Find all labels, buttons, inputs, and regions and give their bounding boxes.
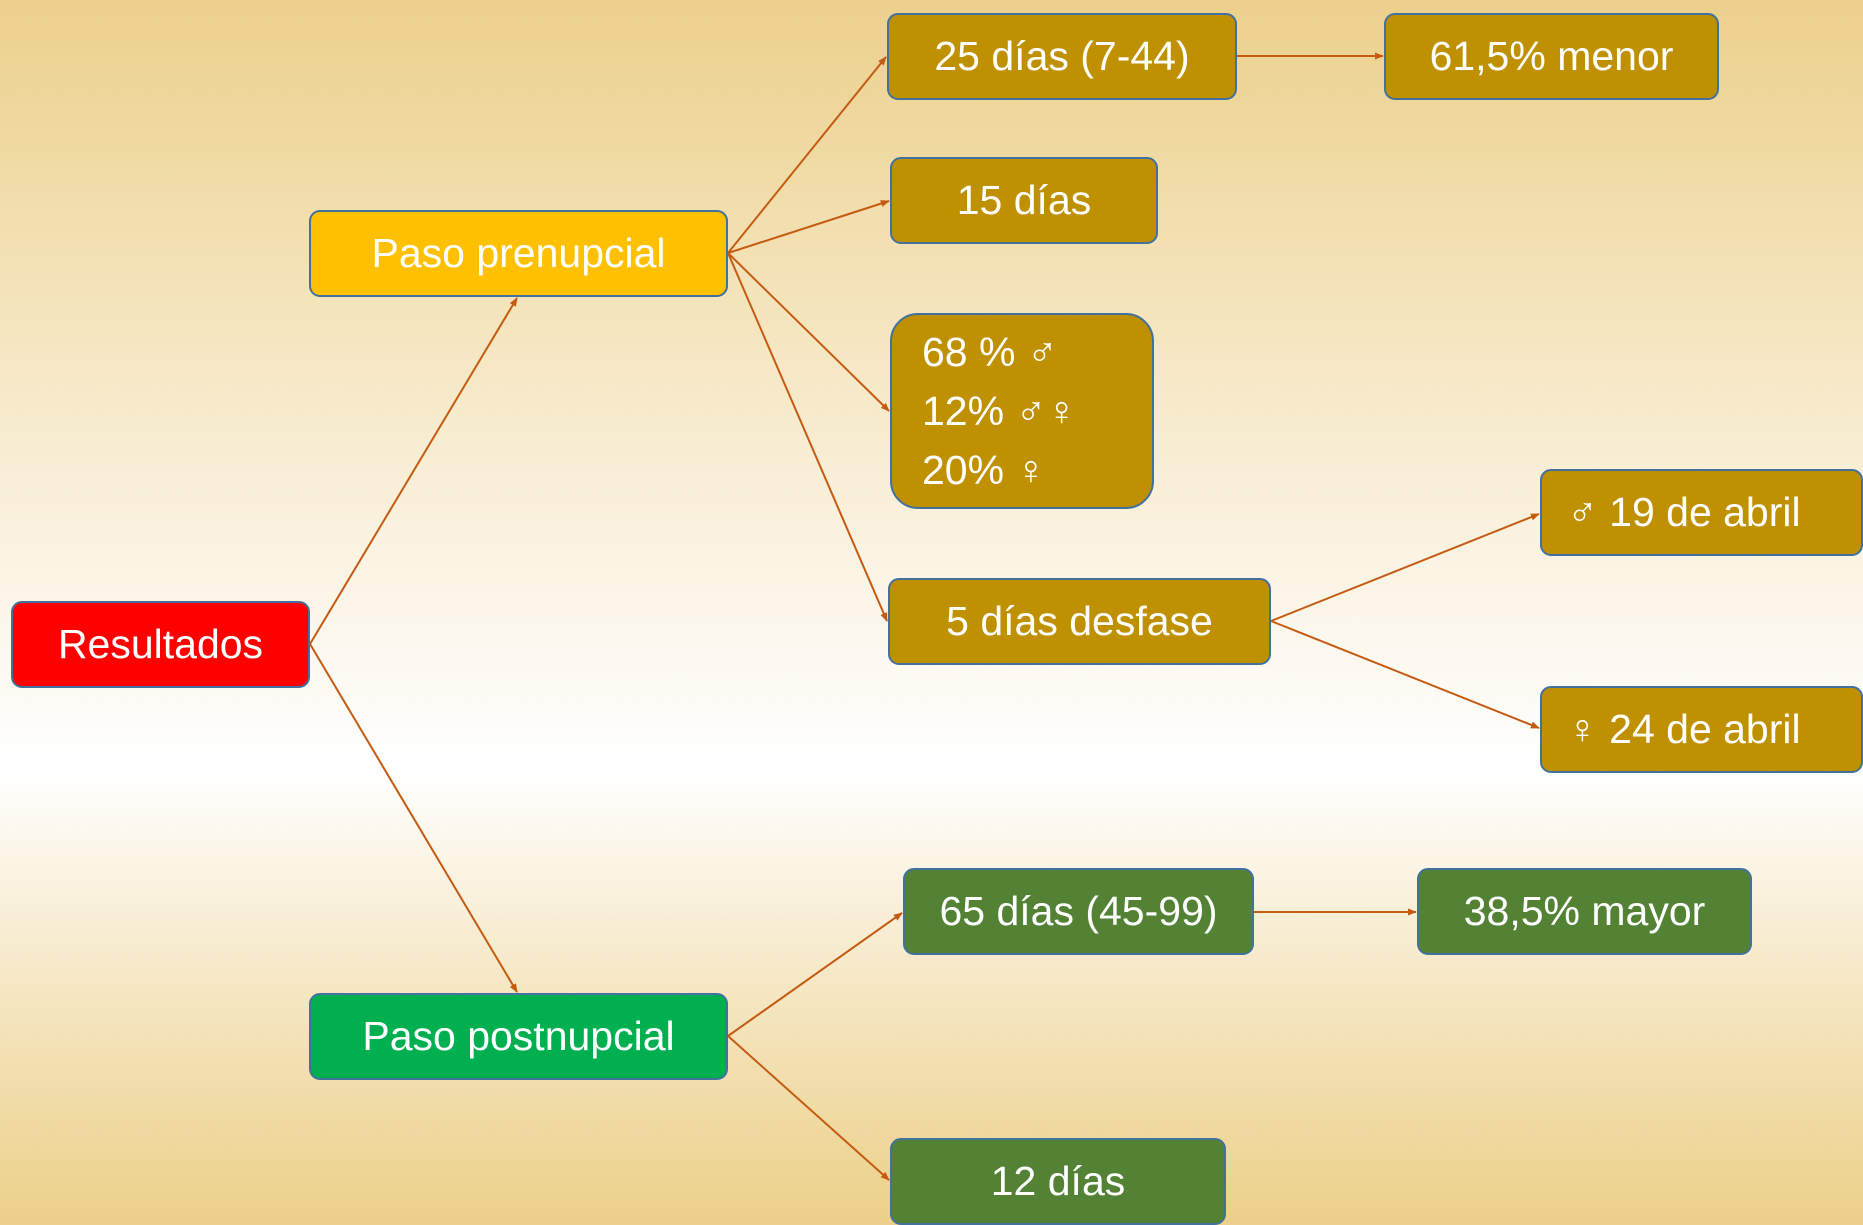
arrow-prenupcial-to-sexos	[727, 252, 890, 412]
arrow-postnupcial-to-dias	[727, 1035, 890, 1181]
arrow-root-to-prenupcial	[309, 297, 518, 645]
node-fecha-macho: ♂ 19 de abril	[1540, 469, 1863, 556]
arrow-prenupcial-to-duracion	[727, 56, 887, 254]
arrow-postnupcial-to-duracion	[727, 912, 903, 1037]
node-paso-prenupcial: Paso prenupcial	[309, 210, 728, 297]
node-postnupcial-dias: 12 días	[890, 1138, 1226, 1225]
arrow-root-to-postnupcial	[309, 643, 518, 993]
node-prenupcial-dias: 15 días	[890, 157, 1158, 244]
node-paso-postnupcial: Paso postnupcial	[309, 993, 728, 1080]
sex-ratio-mixed: 12% ♂♀	[922, 387, 1077, 434]
node-prenupcial-sexos: 68 % ♂ 12% ♂♀ 20% ♀	[890, 313, 1154, 509]
node-prenupcial-desfase: 5 días desfase	[888, 578, 1271, 665]
node-resultados: Resultados	[11, 601, 310, 688]
node-fecha-hembra: ♀ 24 de abril	[1540, 686, 1863, 773]
sex-ratio-female: 20% ♀	[922, 446, 1047, 493]
node-postnupcial-comparacion: 38,5% mayor	[1417, 868, 1752, 955]
node-prenupcial-duracion: 25 días (7-44)	[887, 13, 1237, 100]
arrow-desfase-to-hembra	[1270, 620, 1540, 729]
arrow-prenupcial-to-desfase	[727, 252, 888, 622]
arrow-desfase-to-macho	[1270, 513, 1540, 622]
node-postnupcial-duracion: 65 días (45-99)	[903, 868, 1254, 955]
node-prenupcial-comparacion: 61,5% menor	[1384, 13, 1719, 100]
arrow-prenupcial-to-dias	[727, 200, 890, 254]
sex-ratio-male: 68 % ♂	[922, 328, 1058, 375]
